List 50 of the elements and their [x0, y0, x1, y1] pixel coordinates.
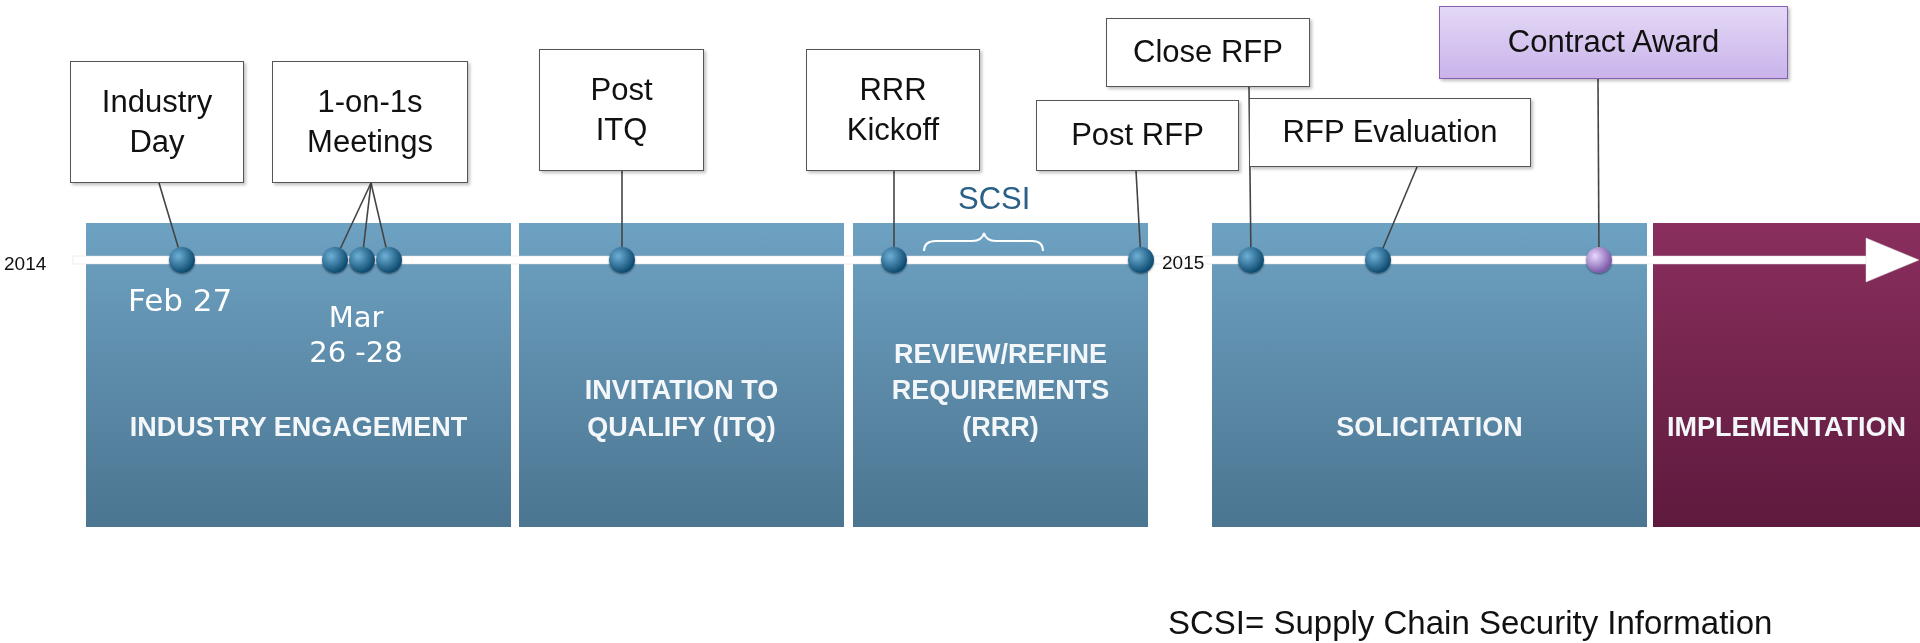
phase-band — [1212, 223, 1647, 527]
milestone-dot — [1365, 247, 1391, 273]
phase-title: IMPLEMENTATION — [1667, 410, 1906, 444]
year-label: 2015 — [1162, 252, 1205, 274]
milestone-callout — [1249, 98, 1531, 167]
milestone-label: Post RFP — [1071, 116, 1204, 155]
milestone-label: Industry Day — [100, 82, 214, 161]
milestone-dot — [169, 247, 195, 273]
milestone-dot — [881, 247, 907, 273]
milestone-label: RRR Kickoff — [845, 70, 941, 149]
milestone-callout — [70, 61, 244, 183]
year-label: 2014 — [4, 253, 47, 275]
leader-line — [1597, 78, 1600, 248]
milestone-callout — [806, 49, 980, 171]
phase-band — [853, 223, 1148, 527]
phase-title: INVITATION TO QUALIFY (ITQ) — [583, 374, 780, 444]
milestone-callout — [539, 49, 704, 171]
milestone-callout — [1036, 100, 1239, 171]
date-label: Mar 26 -28 — [308, 300, 404, 370]
milestone-dot — [609, 247, 635, 273]
phase-band — [86, 223, 511, 527]
date-label: Feb 27 — [128, 282, 233, 318]
leader-line — [1248, 86, 1252, 248]
leader-line — [621, 170, 623, 248]
milestone-dot — [1586, 247, 1612, 273]
milestone-dot — [1238, 247, 1264, 273]
leader-line — [893, 170, 895, 248]
milestone-callout — [1439, 6, 1788, 79]
milestone-dot — [376, 247, 402, 273]
abbreviation-label: SCSI — [958, 181, 1031, 217]
milestone-label: 1-on-1s Meetings — [306, 82, 434, 161]
milestone-label: Contract Award — [1507, 23, 1720, 62]
milestone-label: RFP Evaluation — [1282, 113, 1498, 152]
leader-line — [339, 182, 372, 249]
footnote: SCSI= Supply Chain Security Information — [1168, 604, 1773, 642]
milestone-dot — [1128, 247, 1154, 273]
leader-line — [1382, 166, 1418, 249]
milestone-dot — [322, 247, 348, 273]
milestone-callout — [272, 61, 468, 183]
phase-title: INDUSTRY ENGAGEMENT — [129, 410, 468, 444]
milestone-label: Post ITQ — [589, 70, 654, 149]
phase-band — [1653, 223, 1920, 527]
leader-line — [370, 182, 387, 249]
phase-title: REVIEW/REFINE REQUIREMENTS (RRR) — [890, 337, 1111, 444]
milestone-label: Close RFP — [1133, 33, 1283, 72]
leader-line — [362, 182, 372, 248]
phase-title: SOLICITATION — [1336, 410, 1523, 444]
milestone-dot — [349, 247, 375, 273]
phase-band — [519, 223, 844, 527]
milestone-callout — [1106, 18, 1310, 87]
